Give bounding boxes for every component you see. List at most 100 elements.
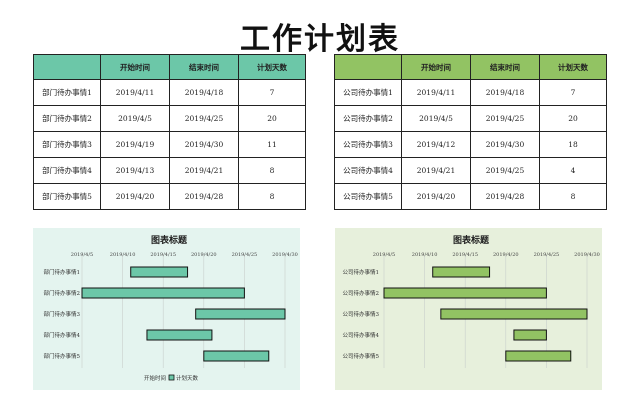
days-cell: 7 xyxy=(238,79,306,106)
table-header-row: 开始时间 结束时间 计划天数 xyxy=(334,54,607,80)
page-title: 工作计划表 xyxy=(240,22,400,57)
end-date-cell: 2019/4/30 xyxy=(169,131,239,158)
days-cell: 7 xyxy=(539,79,607,106)
department-plan-table: 开始时间 结束时间 计划天数 部门待办事情1 2019/4/11 2019/4/… xyxy=(33,54,306,210)
task-name-cell: 部门待办事情3 xyxy=(33,131,101,158)
start-date-cell: 2019/4/5 xyxy=(401,105,471,132)
category-label: 公司待办事情4 xyxy=(343,331,380,339)
days-cell: 11 xyxy=(238,131,306,158)
table-row: 公司待办事情1 2019/4/11 2019/4/18 7 xyxy=(334,79,607,106)
category-label: 部门待办事情1 xyxy=(44,268,81,276)
x-tick-label: 2019/4/5 xyxy=(71,252,93,258)
end-date-cell: 2019/4/28 xyxy=(470,183,540,210)
company-gantt-chart: 图表标题 2019/4/5 2019/4/10 2019/4/15 2019/4/20 2… xyxy=(335,228,602,390)
gantt-bar xyxy=(505,350,572,362)
table-row: 部门待办事情4 2019/4/13 2019/4/21 8 xyxy=(33,157,306,184)
legend-swatch xyxy=(168,374,175,381)
x-tick-label: 2019/4/10 xyxy=(412,252,438,258)
days-cell: 20 xyxy=(238,105,306,132)
x-tick-label: 2019/4/30 xyxy=(272,252,298,258)
x-tick-label: 2019/4/5 xyxy=(373,252,395,258)
company-plan-table: 开始时间 结束时间 计划天数 公司待办事情1 2019/4/11 2019/4/… xyxy=(334,54,607,210)
table-row: 公司待办事情5 2019/4/20 2019/4/28 8 xyxy=(334,183,607,210)
table-row: 公司待办事情4 2019/4/21 2019/4/25 4 xyxy=(334,157,607,184)
days-cell: 8 xyxy=(238,183,306,210)
x-tick-label: 2019/4/15 xyxy=(452,252,478,258)
category-label: 部门待办事情3 xyxy=(44,310,81,318)
end-date-cell: 2019/4/25 xyxy=(470,157,540,184)
table-row: 部门待办事情3 2019/4/19 2019/4/30 11 xyxy=(33,131,306,158)
header-cell xyxy=(334,54,402,80)
end-date-cell: 2019/4/30 xyxy=(470,131,540,158)
gantt-chart-svg: 图表标题 2019/4/5 2019/4/10 2019/4/15 2019/4/20 2… xyxy=(44,234,298,382)
category-label: 公司待办事情1 xyxy=(343,268,380,276)
table-row: 部门待办事情5 2019/4/20 2019/4/28 8 xyxy=(33,183,306,210)
gantt-bar xyxy=(513,329,547,341)
legend-label-days: 计划天数 xyxy=(176,374,199,382)
days-cell: 4 xyxy=(539,157,607,184)
gantt-bar xyxy=(203,350,270,362)
table-row: 部门待办事情1 2019/4/11 2019/4/18 7 xyxy=(33,79,306,106)
x-tick-label: 2019/4/20 xyxy=(191,252,217,258)
x-tick-label: 2019/4/25 xyxy=(534,252,560,258)
start-date-cell: 2019/4/19 xyxy=(100,131,170,158)
x-tick-label: 2019/4/20 xyxy=(493,252,519,258)
x-tick-label: 2019/4/25 xyxy=(232,252,258,258)
gantt-bar xyxy=(146,329,213,341)
task-name-cell: 部门待办事情4 xyxy=(33,157,101,184)
gantt-bar xyxy=(432,266,491,278)
header-cell: 计划天数 xyxy=(539,54,607,80)
days-cell: 20 xyxy=(539,105,607,132)
days-cell: 8 xyxy=(238,157,306,184)
task-name-cell: 部门待办事情5 xyxy=(33,183,101,210)
task-name-cell: 部门待办事情2 xyxy=(33,105,101,132)
table-row: 公司待办事情3 2019/4/12 2019/4/30 18 xyxy=(334,131,607,158)
category-label: 部门待办事情2 xyxy=(44,289,81,297)
start-date-cell: 2019/4/11 xyxy=(401,79,471,106)
end-date-cell: 2019/4/25 xyxy=(169,105,239,132)
gantt-bar xyxy=(81,287,245,299)
header-cell: 计划天数 xyxy=(238,54,306,80)
category-label: 公司待办事情2 xyxy=(343,289,380,297)
end-date-cell: 2019/4/28 xyxy=(169,183,239,210)
task-name-cell: 公司待办事情2 xyxy=(334,105,402,132)
days-cell: 18 xyxy=(539,131,607,158)
header-cell: 开始时间 xyxy=(100,54,170,80)
gantt-bar xyxy=(130,266,189,278)
start-date-cell: 2019/4/20 xyxy=(100,183,170,210)
table-row: 部门待办事情2 2019/4/5 2019/4/25 20 xyxy=(33,105,306,132)
start-date-cell: 2019/4/12 xyxy=(401,131,471,158)
department-gantt-chart: 图表标题 2019/4/5 2019/4/10 2019/4/15 2019/4/20 2… xyxy=(33,228,300,390)
x-tick-label: 2019/4/10 xyxy=(110,252,136,258)
task-name-cell: 部门待办事情1 xyxy=(33,79,101,106)
gantt-bar xyxy=(440,308,588,320)
category-label: 部门待办事情4 xyxy=(44,331,81,339)
days-cell: 8 xyxy=(539,183,607,210)
end-date-cell: 2019/4/25 xyxy=(470,105,540,132)
header-cell: 开始时间 xyxy=(401,54,471,80)
chart-title: 图表标题 xyxy=(453,234,490,246)
table-row: 公司待办事情2 2019/4/5 2019/4/25 20 xyxy=(334,105,607,132)
gantt-chart-svg: 图表标题 2019/4/5 2019/4/10 2019/4/15 2019/4/20 2… xyxy=(343,234,600,368)
gantt-bar xyxy=(383,287,547,299)
task-name-cell: 公司待办事情3 xyxy=(334,131,402,158)
header-cell: 结束时间 xyxy=(470,54,540,80)
start-date-cell: 2019/4/11 xyxy=(100,79,170,106)
task-name-cell: 公司待办事情5 xyxy=(334,183,402,210)
category-label: 公司待办事情3 xyxy=(343,310,380,318)
legend-label-start: 开始时间 xyxy=(144,374,166,382)
task-name-cell: 公司待办事情1 xyxy=(334,79,402,106)
x-tick-label: 2019/4/15 xyxy=(150,252,176,258)
category-label: 部门待办事情5 xyxy=(44,352,81,360)
chart-title: 图表标题 xyxy=(151,234,188,246)
end-date-cell: 2019/4/21 xyxy=(169,157,239,184)
start-date-cell: 2019/4/5 xyxy=(100,105,170,132)
start-date-cell: 2019/4/13 xyxy=(100,157,170,184)
gantt-bar xyxy=(195,308,286,320)
table-header-row: 开始时间 结束时间 计划天数 xyxy=(33,54,306,80)
end-date-cell: 2019/4/18 xyxy=(169,79,239,106)
header-cell: 结束时间 xyxy=(169,54,239,80)
start-date-cell: 2019/4/20 xyxy=(401,183,471,210)
category-label: 公司待办事情5 xyxy=(343,352,380,360)
header-cell xyxy=(33,54,101,80)
